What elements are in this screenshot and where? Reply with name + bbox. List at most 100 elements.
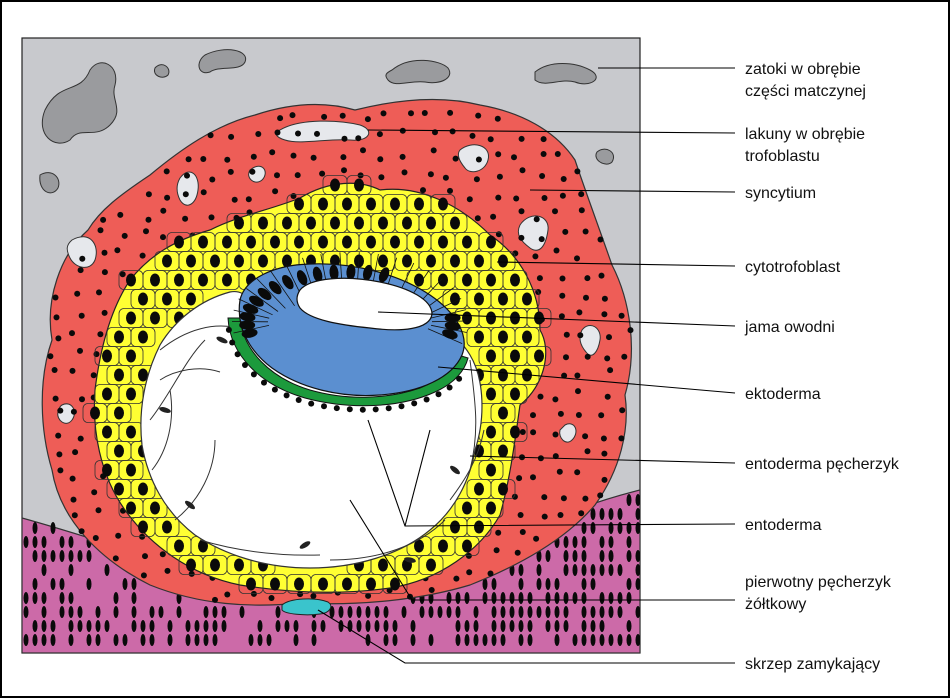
epithelium-nucleus [609, 592, 614, 604]
cytotrophoblast-nucleus [366, 578, 376, 591]
syncytium-nucleus [447, 110, 453, 116]
epithelium-nucleus [600, 606, 605, 618]
epithelium-nucleus [42, 620, 47, 632]
syncytium-nucleus [467, 196, 473, 202]
syncytium-nucleus [164, 195, 170, 201]
epithelium-nucleus [42, 550, 47, 562]
epithelium-nucleus [501, 620, 506, 632]
label-sinuses-1: zatoki w obrębie [745, 61, 861, 78]
syncytium-nucleus [496, 231, 502, 237]
epithelium-nucleus [627, 536, 632, 548]
cytotrophoblast-nucleus [150, 274, 160, 287]
cytotrophoblast-nucleus [486, 274, 496, 287]
syncytium-nucleus [538, 394, 544, 400]
syncytium-nucleus [269, 149, 275, 155]
cytotrophoblast-nucleus [186, 559, 196, 572]
syncytium-nucleus [530, 474, 536, 480]
syncytium-nucleus [541, 494, 547, 500]
cytotrophoblast-nucleus [138, 483, 148, 496]
cytotrophoblast-nucleus [414, 198, 424, 211]
cytotrophoblast-nucleus [258, 217, 268, 230]
epithelium-nucleus [582, 578, 587, 590]
epithelium-nucleus [51, 634, 56, 646]
cytotrophoblast-nucleus [186, 255, 196, 268]
cytotrophoblast-nucleus [270, 578, 280, 591]
epithelium-nucleus [609, 522, 614, 534]
syncytium-nucleus [605, 394, 611, 400]
syncytium-nucleus [224, 157, 230, 163]
cytotrophoblast-nucleus [474, 521, 484, 534]
syncytium-nucleus [582, 433, 588, 439]
syncytium-nucleus [113, 555, 119, 561]
syncytium-nucleus [98, 227, 104, 233]
cytotrophoblast-nucleus [366, 236, 376, 249]
epithelium-nucleus [375, 620, 380, 632]
cytotrophoblast-nucleus [510, 426, 520, 439]
label-lacunae-1: lakuny w obrębie [745, 126, 865, 143]
syncytium-nucleus [114, 247, 120, 253]
entoderm-nucleus [321, 403, 327, 409]
syncytium-nucleus [560, 193, 566, 199]
cytotrophoblast-nucleus [198, 236, 208, 249]
epithelium-nucleus [24, 634, 29, 646]
cytotrophoblast-nucleus [486, 464, 496, 477]
epithelium-nucleus [573, 564, 578, 576]
syncytium-nucleus [200, 156, 206, 162]
cytotrophoblast-nucleus [126, 274, 136, 287]
cytotrophoblast-nucleus [498, 331, 508, 344]
syncytium-nucleus [52, 367, 58, 373]
epithelium-nucleus [312, 620, 317, 632]
syncytium-nucleus [515, 550, 521, 556]
cytotrophoblast-nucleus [510, 388, 520, 401]
syncytium-nucleus [183, 191, 189, 197]
syncytium-nucleus [511, 154, 517, 160]
epithelium-nucleus [204, 620, 209, 632]
epithelium-nucleus [42, 634, 47, 646]
label-sinuses-2: części matczynej [745, 83, 866, 100]
cytotrophoblast-nucleus [210, 255, 220, 268]
cytotrophoblast-nucleus [234, 255, 244, 268]
syncytium-nucleus [495, 530, 501, 536]
entoderm-nucleus [229, 340, 235, 346]
entoderm-nucleus [386, 405, 392, 411]
cytotrophoblast-nucleus [378, 559, 388, 572]
epithelium-nucleus [96, 620, 101, 632]
cytotrophoblast-nucleus [174, 274, 184, 287]
epithelium-nucleus [456, 620, 461, 632]
epithelium-nucleus [195, 634, 200, 646]
epithelium-nucleus [339, 606, 344, 618]
syncytium-nucleus [249, 169, 255, 175]
epithelium-nucleus [366, 620, 371, 632]
syncytium-nucleus [102, 269, 108, 275]
syncytium-nucleus [53, 295, 59, 301]
epithelium-nucleus [627, 592, 632, 604]
epithelium-nucleus [465, 620, 470, 632]
epithelium-nucleus [132, 606, 137, 618]
epithelium-nucleus [501, 592, 506, 604]
syncytium-nucleus [561, 176, 567, 182]
syncytium-nucleus [574, 255, 580, 261]
epithelium-nucleus [564, 536, 569, 548]
syncytium-nucleus [160, 551, 166, 557]
epithelium-nucleus [186, 634, 191, 646]
syncytium-nucleus [420, 187, 426, 193]
cytotrophoblast-nucleus [138, 521, 148, 534]
epithelium-nucleus [618, 592, 623, 604]
epithelium-nucleus [456, 606, 461, 618]
epithelium-nucleus [636, 522, 641, 534]
cytotrophoblast-nucleus [126, 502, 136, 515]
epithelium-nucleus [384, 620, 389, 632]
cytotrophoblast-nucleus [522, 293, 532, 306]
cytotrophoblast-nucleus [126, 350, 136, 363]
syncytium-nucleus [74, 291, 80, 297]
epithelium-nucleus [258, 620, 263, 632]
syncytium-nucleus [530, 412, 536, 418]
cytotrophoblast-nucleus [246, 236, 256, 249]
epithelium-nucleus [591, 564, 596, 576]
epithelium-nucleus [582, 620, 587, 632]
epithelium-nucleus [627, 522, 632, 534]
epithelium-nucleus [528, 620, 533, 632]
syncytium-nucleus [182, 216, 188, 222]
epithelium-nucleus [519, 620, 524, 632]
epithelium-nucleus [492, 606, 497, 618]
